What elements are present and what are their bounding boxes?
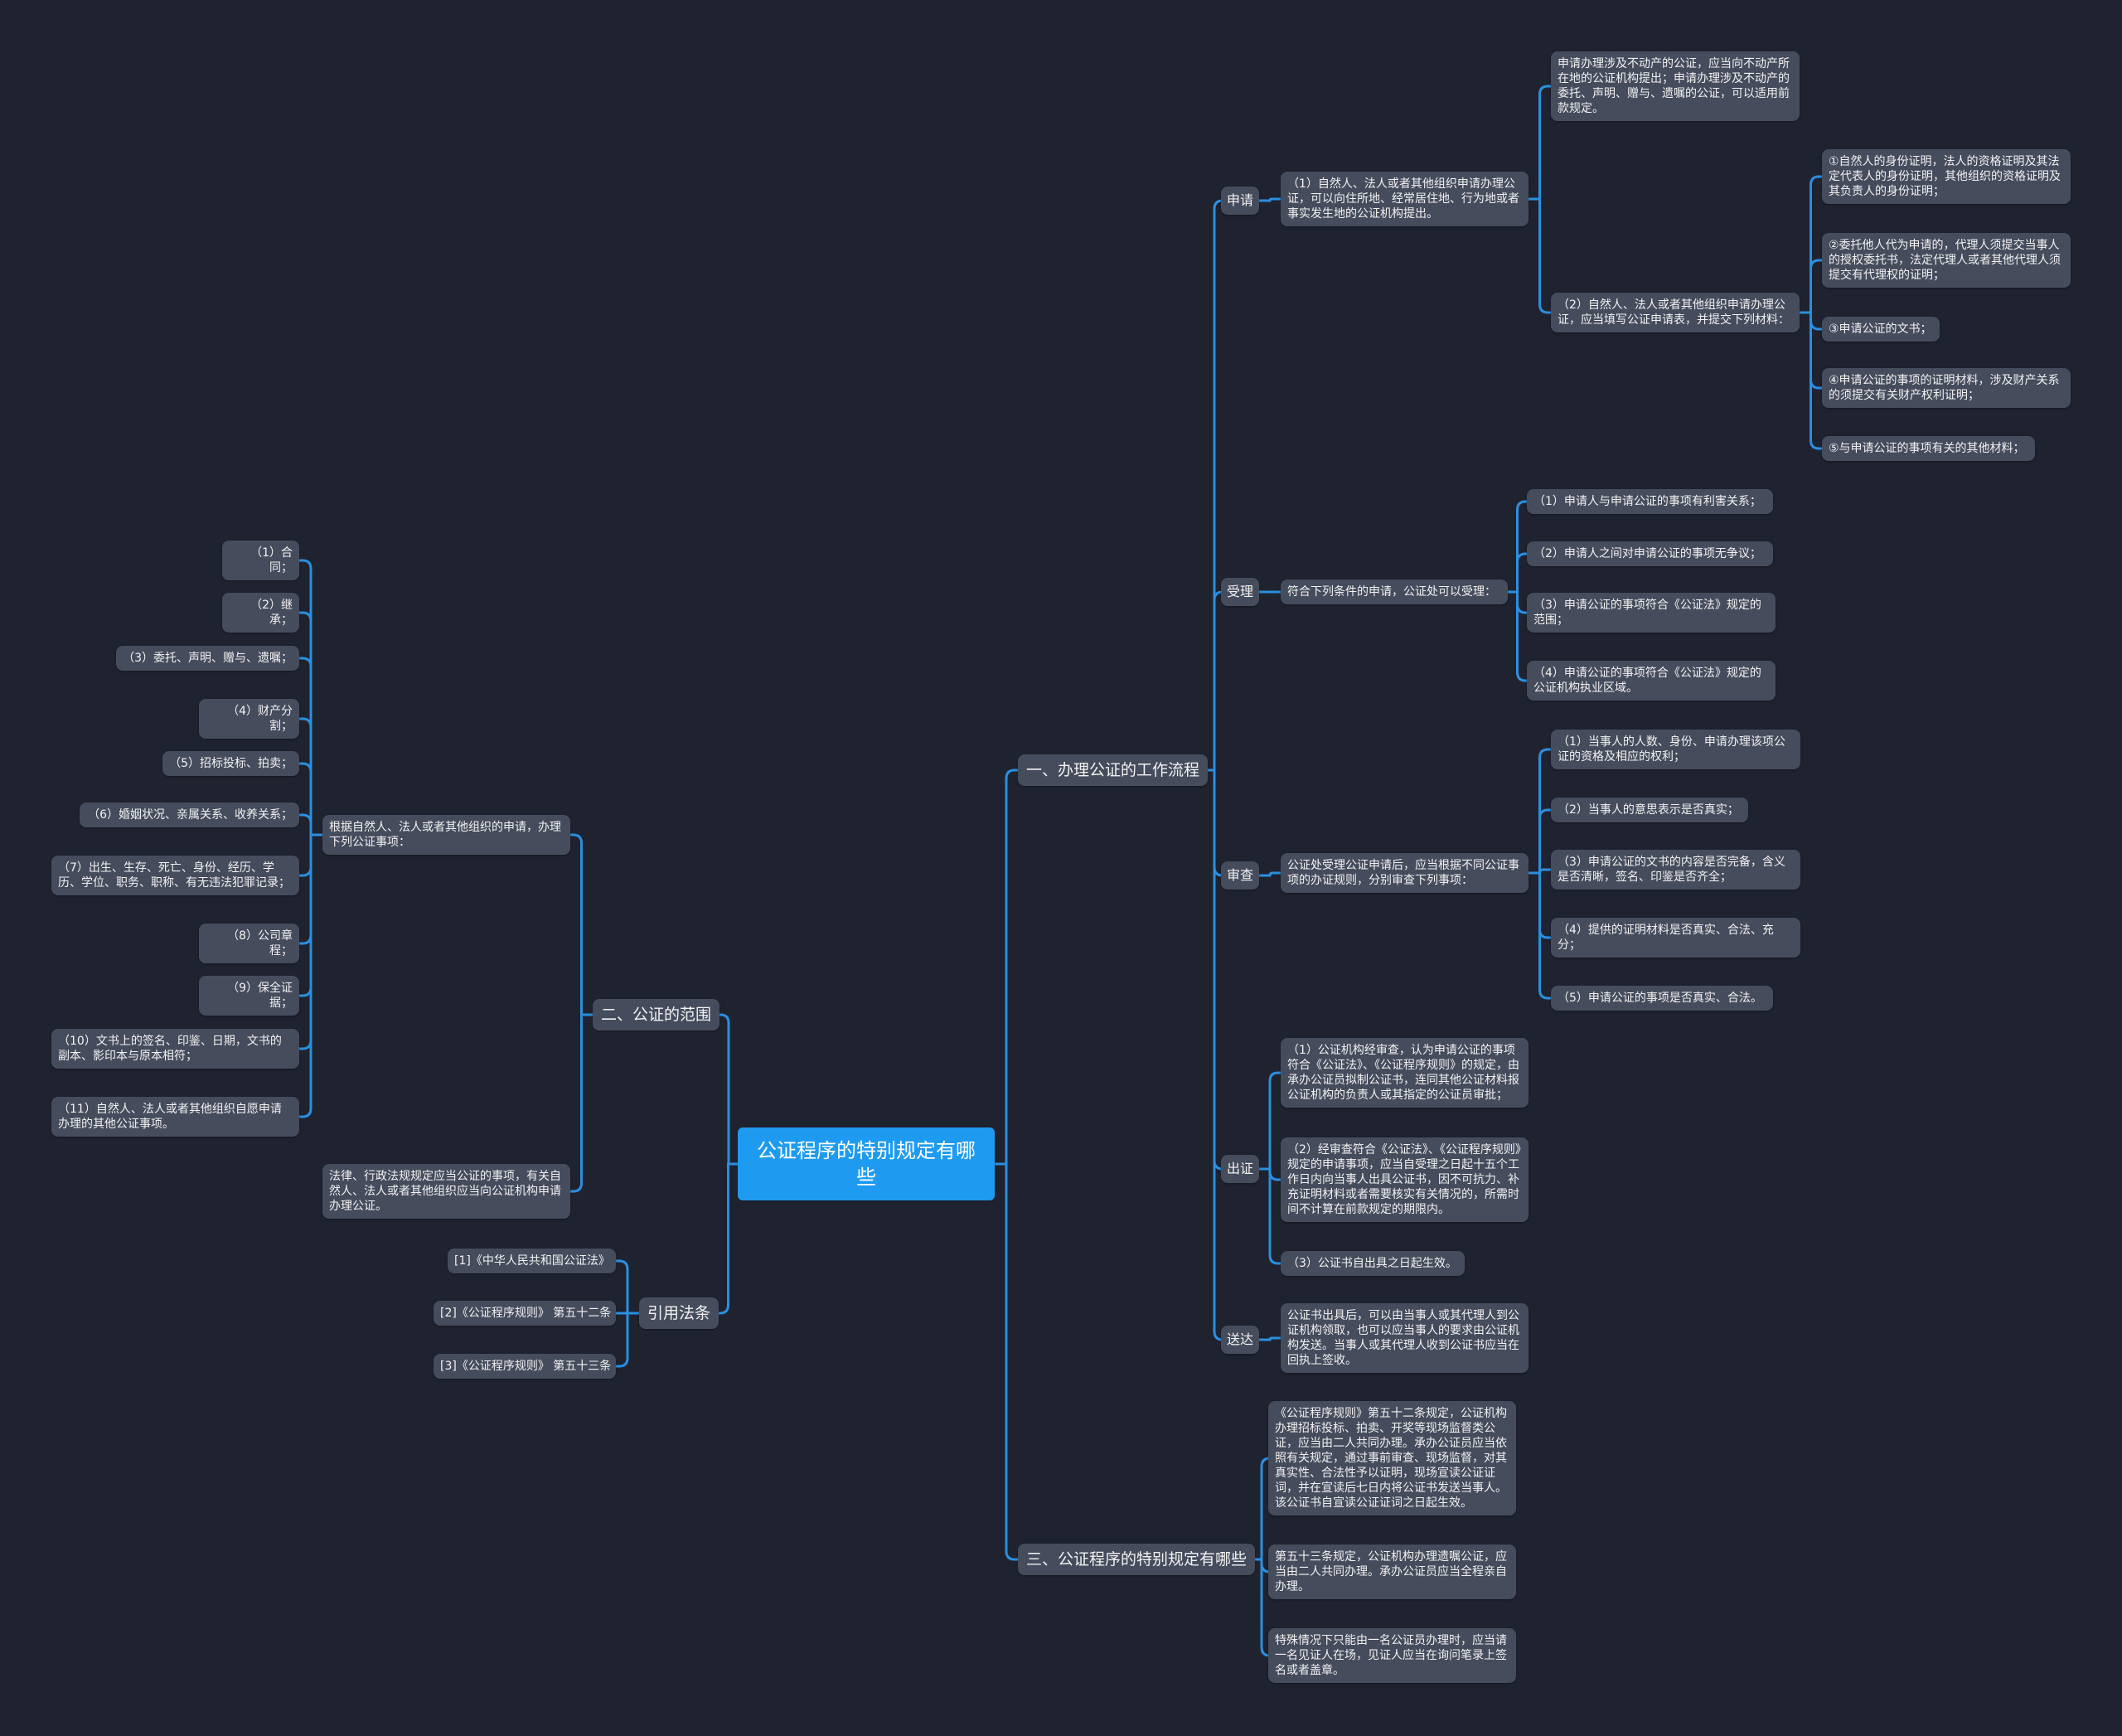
connector-line xyxy=(570,1013,593,1193)
connector-line xyxy=(995,1162,1018,1561)
connector-line xyxy=(299,611,322,836)
special-rule-item[interactable]: 第五十三条规定，公证机构办理遗嘱公证，应当由二人共同办理。承办公证员应当全程亲自… xyxy=(1268,1544,1516,1599)
connector-line xyxy=(1508,590,1527,682)
connector-line xyxy=(570,833,593,1016)
connector-line xyxy=(1208,769,1223,1341)
scope-item[interactable]: （4）财产分割； xyxy=(199,699,299,739)
topic-deliver[interactable]: 送达 xyxy=(1221,1326,1259,1354)
review-item[interactable]: （2）当事人的意思表示是否真实； xyxy=(1551,798,1748,822)
material-item[interactable]: ②委托他人代为申请的，代理人须提交当事人的授权委托书，法定代理人或者其他代理人须… xyxy=(1822,233,2071,288)
connector-line xyxy=(299,657,322,836)
connector-line xyxy=(719,1013,738,1166)
connector-line xyxy=(719,1162,738,1315)
connector-line xyxy=(1529,197,1551,314)
issue-item[interactable]: （2）经审查符合《公证法》、《公证程序规则》规定的申请事项，应当自受理之日起十五… xyxy=(1281,1137,1529,1222)
connector-line xyxy=(1508,500,1527,594)
apply-item-1-realestate[interactable]: 申请办理涉及不动产的公证，应当向不动产所在地的公证机构提出；申请办理涉及不动产的… xyxy=(1551,51,1800,121)
special-rule-item[interactable]: 特殊情况下只能由一名公证员办理时，应当请一名见证人在场，见证人应当在询问笔录上签… xyxy=(1268,1628,1516,1683)
branch-citations[interactable]: 引用法条 xyxy=(639,1297,719,1329)
connector-line xyxy=(616,1312,639,1368)
connector-line xyxy=(1259,1336,1281,1341)
connector-line xyxy=(299,559,322,836)
topic-accept[interactable]: 受理 xyxy=(1221,578,1259,606)
scope-item[interactable]: （3）委托、声明、赠与、遗嘱； xyxy=(116,646,299,671)
connector-line xyxy=(299,717,322,836)
branch-workflow[interactable]: 一、办理公证的工作流程 xyxy=(1018,754,1209,786)
material-item[interactable]: ③申请公证的文书； xyxy=(1822,317,1940,342)
scope-intro[interactable]: 根据自然人、法人或者其他组织的申请，办理下列公证事项： xyxy=(322,815,570,855)
connector-line xyxy=(1259,197,1281,202)
scope-item[interactable]: （7）出生、生存、死亡、身份、经历、学历、学位、职务、职称、有无违法犯罪记录； xyxy=(51,856,299,895)
material-item[interactable]: ④申请公证的事项的证明材料，涉及财产关系的须提交有关财产权利证明； xyxy=(1822,368,2071,408)
branch-special-rules[interactable]: 三、公证程序的特别规定有哪些 xyxy=(1018,1544,1256,1575)
topic-issue[interactable]: 出证 xyxy=(1221,1155,1259,1183)
review-intro[interactable]: 公证处受理公证申请后，应当根据不同公证事项的办证规则，分别审查下列事项： xyxy=(1281,853,1529,893)
apply-item-2[interactable]: （2）自然人、法人或者其他组织申请办理公证，应当填写公证申请表，并提交下列材料： xyxy=(1551,293,1800,332)
connector-line xyxy=(299,813,322,836)
citation-item[interactable]: [3]《公证程序规则》 第五十三条 xyxy=(434,1354,616,1379)
connector-line xyxy=(1800,311,1822,450)
connector-line xyxy=(1529,85,1551,201)
connector-line xyxy=(616,1259,639,1315)
citation-item[interactable]: [2]《公证程序规则》 第五十二条 xyxy=(434,1301,616,1326)
condition-item[interactable]: （3）申请公证的事项符合《公证法》规定的范围； xyxy=(1527,593,1776,633)
scope-item[interactable]: （2）继承； xyxy=(222,593,299,633)
connector-line xyxy=(1259,1167,1281,1265)
issue-item[interactable]: （3）公证书自出具之日起生效。 xyxy=(1281,1251,1465,1276)
review-item[interactable]: （4）提供的证明材料是否真实、合法、充分； xyxy=(1551,918,1800,958)
connector-line xyxy=(1800,259,1822,314)
scope-item[interactable]: （9）保全证据； xyxy=(199,976,299,1016)
issue-item[interactable]: （1）公证机构经审查，认为申请公证的事项符合《公证法》、《公证程序规则》的规定，… xyxy=(1281,1038,1529,1108)
root-topic[interactable]: 公证程序的特别规定有哪些 xyxy=(738,1127,995,1200)
condition-item[interactable]: （4）申请公证的事项符合《公证法》规定的公证机构执业区域。 xyxy=(1527,661,1776,701)
deliver-item[interactable]: 公证书出具后，可以由当事人或其代理人到公证机构领取，也可以应当事人的要求由公证机… xyxy=(1281,1303,1529,1373)
connector-line xyxy=(299,833,322,1118)
accept-conditions[interactable]: 符合下列条件的申请，公证处可以受理： xyxy=(1281,579,1508,604)
review-item[interactable]: （5）申请公证的事项是否真实、合法。 xyxy=(1551,986,1773,1011)
topic-review[interactable]: 审查 xyxy=(1221,861,1259,890)
connector-line xyxy=(1508,552,1527,594)
material-item[interactable]: ①自然人的身份证明，法人的资格证明及其法定代表人的身份证明，其他组织的资格证明及… xyxy=(1822,149,2071,204)
material-item[interactable]: ⑤与申请公证的事项有关的其他材料； xyxy=(1822,436,2035,461)
condition-item[interactable]: （1）申请人与申请公证的事项有利害关系； xyxy=(1527,489,1773,514)
scope-item[interactable]: （8）公司章程； xyxy=(199,924,299,963)
citation-item[interactable]: [1]《中华人民共和国公证法》 xyxy=(448,1249,616,1273)
connector-line xyxy=(1259,871,1281,877)
apply-item-1[interactable]: （1）自然人、法人或者其他组织申请办理公证，可以向住所地、经常居住地、行为地或者… xyxy=(1281,172,1529,226)
scope-item[interactable]: （1）合同； xyxy=(222,541,299,580)
special-rule-item[interactable]: 《公证程序规则》第五十二条规定，公证机构办理招标投标、拍卖、开奖等现场监督类公证… xyxy=(1268,1401,1516,1515)
connector-line xyxy=(299,762,322,836)
topic-apply[interactable]: 申请 xyxy=(1221,187,1259,215)
connector-line xyxy=(1800,175,1822,314)
review-item[interactable]: （1）当事人的人数、身份、申请办理该项公证的资格及相应的权利； xyxy=(1551,730,1800,769)
scope-item[interactable]: （10）文书上的签名、印鉴、日期，文书的副本、影印本与原本相符； xyxy=(51,1029,299,1069)
connector-line xyxy=(1259,1071,1281,1171)
connector-line xyxy=(1208,590,1223,772)
connector-line xyxy=(1529,871,1551,1000)
connector-line xyxy=(1529,808,1551,875)
review-item[interactable]: （3）申请公证的文书的内容是否完备，含义是否清晰，签名、印鉴是否齐全； xyxy=(1551,850,1800,890)
scope-mandatory[interactable]: 法律、行政法规规定应当公证的事项，有关自然人、法人或者其他组织应当向公证机构申请… xyxy=(322,1164,570,1219)
connector-line xyxy=(995,769,1018,1166)
scope-item[interactable]: （5）招标投标、拍卖； xyxy=(162,751,299,776)
condition-item[interactable]: （2）申请人之间对申请公证的事项无争议； xyxy=(1527,541,1773,566)
scope-item[interactable]: （6）婚姻状况、亲属关系、收养关系； xyxy=(80,803,299,827)
scope-item[interactable]: （11）自然人、法人或者其他组织自愿申请办理的其他公证事项。 xyxy=(51,1097,299,1137)
branch-scope[interactable]: 二、公证的范围 xyxy=(593,999,720,1030)
connector-line xyxy=(1529,748,1551,875)
